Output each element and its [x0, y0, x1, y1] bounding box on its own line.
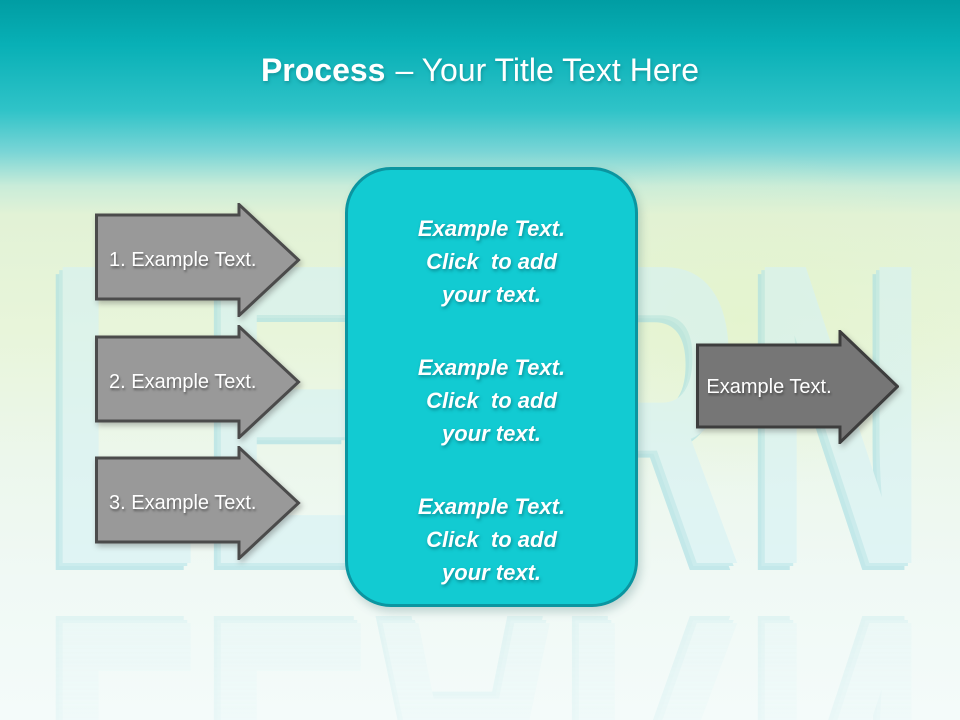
arrow-polygon: [95, 446, 301, 560]
process-arrow-3: 3. Example Text.: [95, 446, 301, 560]
box-paragraph-1: Example Text. Click to add your text.: [362, 212, 621, 311]
box-paragraph-3: Example Text. Click to add your text.: [362, 490, 621, 589]
arrow-right-shape: [95, 203, 301, 317]
title-subtitle: – Your Title Text Here: [395, 52, 700, 88]
box-text-line: Example Text.: [417, 494, 566, 519]
arrow-right-shape: [696, 330, 899, 444]
box-text-line: your text.: [441, 282, 542, 307]
slide-title: Process– Your Title Text Here: [0, 52, 960, 89]
process-arrow-1: 1. Example Text.: [95, 203, 301, 317]
box-text-line: Example Text.: [417, 355, 566, 380]
box-text-line: Click to add: [426, 527, 557, 552]
box-text-line: Click to add: [426, 249, 557, 274]
box-text-line: Example Text.: [417, 216, 566, 241]
box-text-line: your text.: [441, 421, 542, 446]
arrow-right-shape: [95, 446, 301, 560]
arrow-polygon: [95, 325, 301, 439]
title-keyword: Process: [260, 52, 386, 88]
process-output-arrow: Example Text.: [696, 330, 899, 444]
process-arrow-2: 2. Example Text.: [95, 325, 301, 439]
box-paragraph-2: Example Text. Click to add your text.: [362, 351, 621, 450]
process-detail-box: Example Text. Click to add your text. Ex…: [345, 167, 638, 607]
arrow-polygon: [696, 330, 899, 444]
box-text-line: Click to add: [426, 388, 557, 413]
arrow-right-shape: [95, 325, 301, 439]
box-text-line: your text.: [441, 560, 542, 585]
arrow-polygon: [95, 203, 301, 317]
